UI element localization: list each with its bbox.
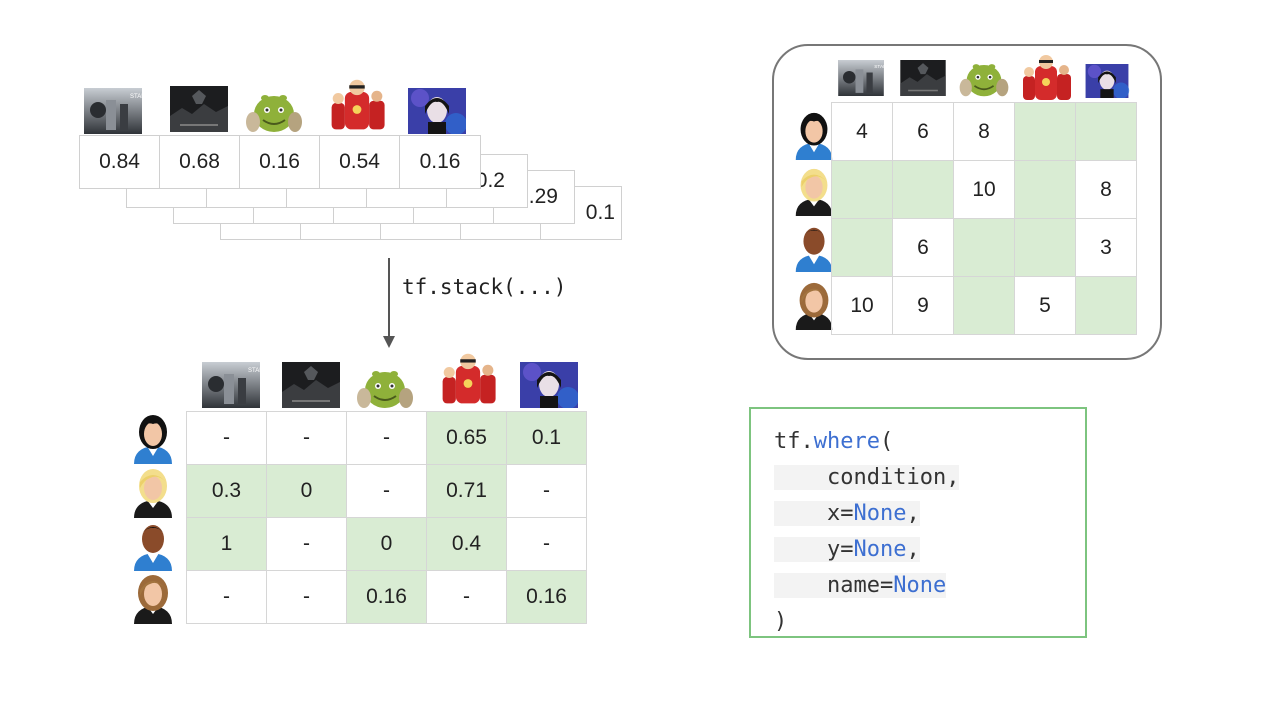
bottom-cell: 0.71 xyxy=(426,464,507,518)
code-arg-x-key: x= xyxy=(826,501,854,526)
star-wars-thumbnail xyxy=(196,362,266,408)
code-fn-name: where xyxy=(813,429,880,454)
tf-stack-label: tf.stack(...) xyxy=(402,275,567,299)
bottom-cell: 0.65 xyxy=(426,411,507,465)
dark-knight-thumbnail xyxy=(895,60,951,96)
code-comma: , xyxy=(906,501,920,526)
bottom-cell: - xyxy=(426,570,507,624)
bottom-cell: 0.16 xyxy=(506,570,587,624)
shrek-thumbnail xyxy=(955,58,1013,98)
top-cell xyxy=(1014,218,1076,277)
bottom-cell: - xyxy=(186,570,267,624)
bottom-cell: - xyxy=(266,517,347,571)
top-cell xyxy=(953,276,1015,335)
top-cell: 3 xyxy=(1075,218,1137,277)
stack-layer-front: 0.84 0.68 0.16 0.54 0.16 xyxy=(79,135,481,189)
code-comma: , xyxy=(906,537,920,562)
memento-thumbnail xyxy=(520,362,578,408)
code-panel xyxy=(749,407,1087,638)
top-cell: 10 xyxy=(953,160,1015,219)
top-cell: 9 xyxy=(892,276,954,335)
bottom-cell: 0.1 xyxy=(506,411,587,465)
code-close-paren: ) xyxy=(774,609,788,634)
arrow-head xyxy=(383,336,395,348)
ratings-panel xyxy=(772,44,1162,360)
top-cell xyxy=(1014,102,1076,161)
incredibles-thumbnail xyxy=(1015,54,1077,100)
bottom-row: --0.16-0.16 xyxy=(186,570,587,624)
bottom-cell: - xyxy=(346,411,427,465)
memento-thumbnail xyxy=(1079,64,1135,98)
user-avatar-2 xyxy=(128,466,178,518)
shrek-thumbnail xyxy=(356,364,414,410)
arrow-line xyxy=(388,258,390,338)
code-none-value: None xyxy=(853,537,907,562)
code-arg-name-key: name= xyxy=(826,573,894,598)
score-cell: 0.68 xyxy=(160,136,240,188)
bottom-cell: 0.4 xyxy=(426,517,507,571)
top-cell xyxy=(892,160,954,219)
user-avatar-3 xyxy=(128,519,178,571)
top-cell: 6 xyxy=(892,102,954,161)
code-arg-condition: condition, xyxy=(826,465,960,490)
top-cell: 4 xyxy=(831,102,893,161)
score-cell: 0.16 xyxy=(419,150,461,173)
star-wars-thumbnail xyxy=(829,60,893,96)
score-cell: 0.16 xyxy=(240,136,320,188)
code-fn-prefix: tf. xyxy=(774,429,814,454)
score-cell: 0.54 xyxy=(320,136,400,188)
tf-where-code: tf.where( condition, x=None, y=None, nam… xyxy=(774,424,960,640)
top-cell xyxy=(831,218,893,277)
bottom-cell: 0 xyxy=(346,517,427,571)
code-none-value: None xyxy=(853,501,907,526)
dark-knight-thumbnail xyxy=(162,86,236,132)
code-arg-y-key: y= xyxy=(826,537,854,562)
bottom-cell: 0 xyxy=(266,464,347,518)
code-open-paren: ( xyxy=(879,429,894,454)
score-cell: 0.84 xyxy=(80,136,160,188)
user-avatar-1 xyxy=(128,412,178,464)
top-cell: 10 xyxy=(831,276,893,335)
user-avatar-4 xyxy=(128,572,178,624)
top-cell xyxy=(953,218,1015,277)
stack-cell: .29 xyxy=(528,185,558,208)
top-cell xyxy=(1075,276,1137,335)
top-cell: 5 xyxy=(1014,276,1076,335)
bottom-cell: - xyxy=(346,464,427,518)
top-row: 10 8 xyxy=(831,160,1137,219)
bottom-cell: 0.16 xyxy=(346,570,427,624)
stack-cell: 0.2 xyxy=(475,169,505,192)
bottom-cell: 0.3 xyxy=(186,464,267,518)
incredibles-thumbnail xyxy=(436,350,500,406)
top-cell xyxy=(1075,102,1137,161)
stack-cell: 0.1 xyxy=(585,201,615,224)
star-wars-thumbnail xyxy=(84,88,142,134)
top-cell xyxy=(831,160,893,219)
bottom-cell: - xyxy=(506,464,587,518)
memento-thumbnail xyxy=(408,88,466,134)
dark-knight-thumbnail xyxy=(274,362,348,408)
top-cell xyxy=(1014,160,1076,219)
bottom-cell: - xyxy=(266,570,347,624)
bottom-cell: - xyxy=(186,411,267,465)
top-cell: 6 xyxy=(892,218,954,277)
code-none-value: None xyxy=(893,573,947,598)
bottom-cell: 1 xyxy=(186,517,267,571)
bottom-cell: - xyxy=(266,411,347,465)
bottom-cell: - xyxy=(506,517,587,571)
shrek-thumbnail xyxy=(245,88,303,134)
top-cell: 8 xyxy=(1075,160,1137,219)
incredibles-thumbnail xyxy=(325,76,389,132)
top-cell: 8 xyxy=(953,102,1015,161)
